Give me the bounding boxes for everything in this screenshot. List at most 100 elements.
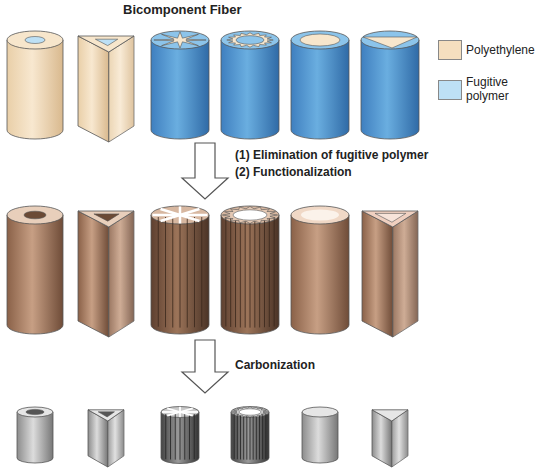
rib-line <box>235 217 236 327</box>
rib-line <box>237 414 238 459</box>
cylinder-body <box>161 412 199 464</box>
cylinder-body <box>151 40 209 139</box>
cylinder-top <box>151 31 209 49</box>
rib-line <box>243 414 244 460</box>
rib-line <box>262 414 263 459</box>
cylinder-top <box>361 31 419 49</box>
cylinder-body <box>17 412 53 463</box>
hollow-core <box>24 211 46 219</box>
prism-top <box>88 410 124 421</box>
rib-line <box>194 414 195 459</box>
cylinder-body <box>7 215 63 334</box>
split-gap <box>180 408 193 412</box>
top-highlight <box>301 210 339 221</box>
cylinder-top <box>161 407 199 418</box>
rib-line <box>180 414 181 460</box>
rib-line <box>194 217 195 327</box>
rib-line <box>201 217 202 327</box>
rib-line <box>265 414 266 459</box>
rib-line <box>165 217 166 327</box>
prism-side <box>78 211 109 337</box>
step-label: Carbonization <box>235 358 315 372</box>
prism-side <box>109 36 134 142</box>
rib-line <box>274 217 275 326</box>
rib-line <box>175 414 176 460</box>
prism-top <box>78 211 134 227</box>
pe-core <box>300 34 340 46</box>
hollow-core <box>239 409 261 415</box>
cylinder-body <box>221 215 279 334</box>
cylinder-top <box>302 407 338 417</box>
rib-line <box>189 414 190 459</box>
cylinder-top <box>7 31 63 49</box>
prism-side <box>109 211 134 337</box>
cylinder-top <box>291 31 349 49</box>
split-gap <box>180 215 199 221</box>
prism-top <box>78 36 134 52</box>
rib-line <box>187 217 188 328</box>
cylinder-top <box>221 206 279 224</box>
cylinder-body <box>151 215 209 334</box>
rib-line <box>250 414 251 460</box>
rib-line <box>230 217 231 327</box>
star-core <box>227 33 273 47</box>
prism-core <box>94 214 119 221</box>
prism-core <box>375 213 406 222</box>
rib-line <box>240 217 241 327</box>
cylinder-top <box>291 206 349 224</box>
cylinder-top <box>231 407 269 418</box>
cylinder-body <box>7 40 63 139</box>
legend-text: Polyethylene <box>466 43 546 57</box>
fugitive-core <box>25 37 45 44</box>
rib-line <box>264 217 265 327</box>
prism-side <box>78 36 109 142</box>
rib-line <box>254 217 255 328</box>
legend-text: Fugitive polymer <box>466 75 546 104</box>
rib-line <box>225 217 226 326</box>
rib-line <box>245 217 246 328</box>
prism-core <box>98 412 114 417</box>
cylinder-body <box>291 40 349 139</box>
split-gap <box>161 209 180 215</box>
cylinder-top <box>17 407 53 417</box>
cylinder-body <box>291 215 349 334</box>
star-core <box>232 407 268 417</box>
rib-line <box>259 414 260 459</box>
hollow-core <box>26 409 44 414</box>
cylinder-top <box>7 206 63 224</box>
rib-line <box>240 414 241 459</box>
rib-line <box>165 414 166 459</box>
prism-core <box>95 39 117 45</box>
cylinder-body <box>231 412 269 464</box>
prism-side <box>362 211 393 337</box>
cylinder-top <box>221 31 279 49</box>
prism-side <box>393 211 418 337</box>
cylinder-top <box>151 206 209 224</box>
rib-line <box>180 217 181 328</box>
rib-line <box>172 217 173 328</box>
step-label: (2) Functionalization <box>235 165 352 179</box>
split-gap <box>180 412 193 416</box>
cylinder-body <box>302 412 338 463</box>
star-core <box>154 32 206 48</box>
rib-line <box>158 217 159 327</box>
rib-line <box>269 217 270 327</box>
cylinder-body <box>361 40 419 139</box>
star-core <box>222 206 277 223</box>
rib-line <box>246 414 247 460</box>
fugitive-core <box>236 36 264 45</box>
pe-core <box>363 37 417 48</box>
fiber-drawings <box>7 31 419 467</box>
rib-line <box>234 414 235 459</box>
rib-line <box>250 217 251 328</box>
prism-top <box>362 211 418 227</box>
legend-swatch <box>438 40 462 60</box>
split-gap <box>167 408 180 412</box>
figure-title: Bicomponent Fiber <box>123 2 241 18</box>
rib-line <box>259 217 260 327</box>
cylinder-body <box>221 40 279 139</box>
prism-top <box>372 410 408 421</box>
rib-line <box>256 414 257 460</box>
hollow-core <box>233 210 267 220</box>
